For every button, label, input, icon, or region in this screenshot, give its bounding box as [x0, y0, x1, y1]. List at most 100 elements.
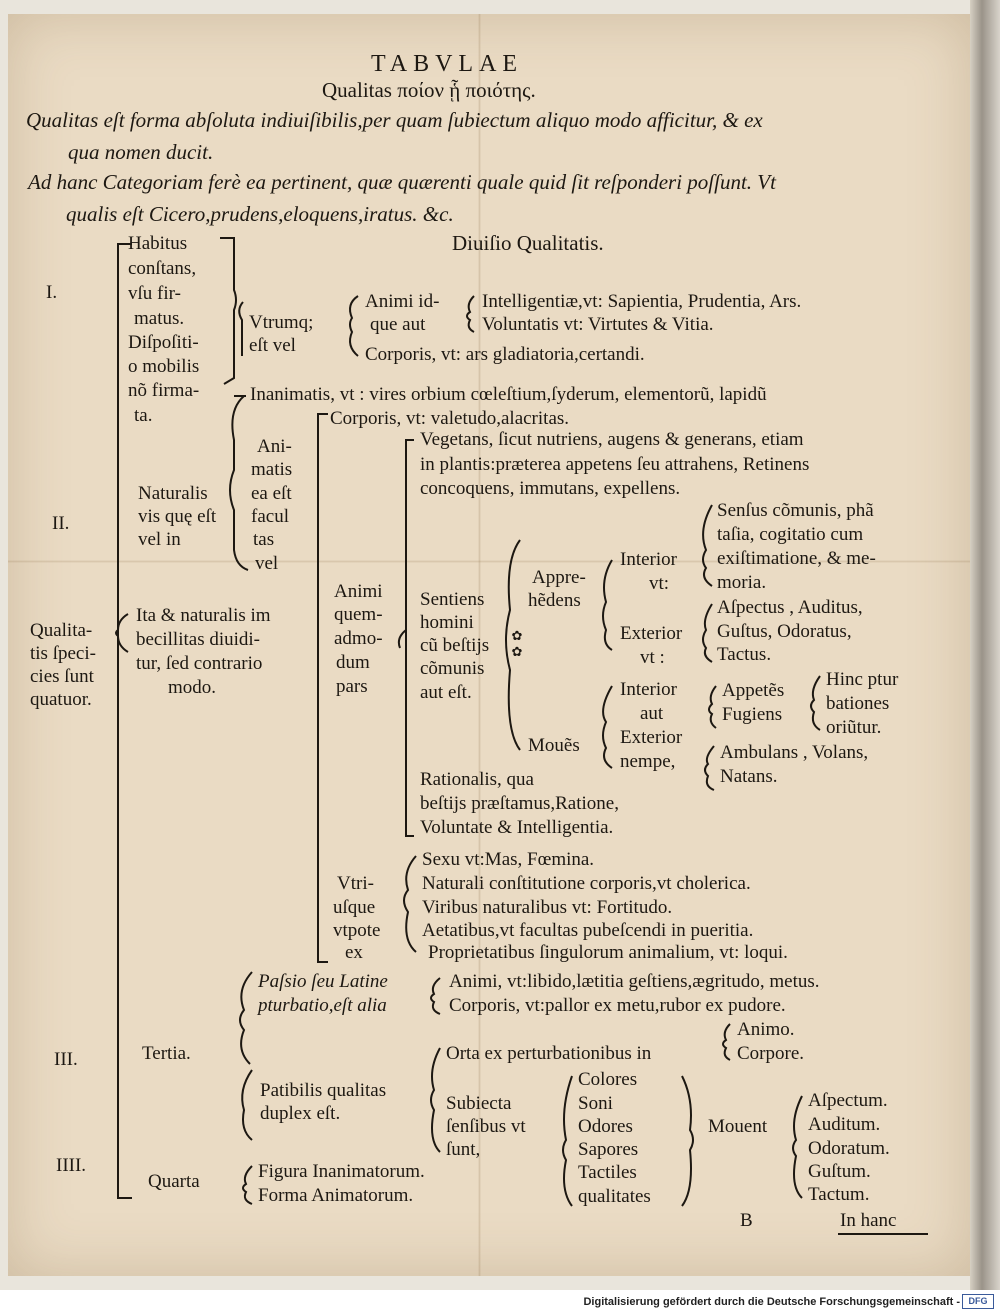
aspectus-line: Tactus. — [717, 644, 772, 665]
vtriusque-line: ex — [345, 942, 363, 963]
habitus-line: o mobilis — [128, 356, 200, 377]
vtriusque-line: uſque — [333, 897, 376, 918]
roman-II: II. — [52, 513, 70, 534]
interior-aut: aut — [640, 703, 664, 724]
colores-line: Colores — [578, 1069, 638, 1090]
quarta-label: Quarta — [148, 1171, 200, 1192]
vtriusque-line: Vtri- — [337, 873, 374, 894]
vtrumq-line: Vtrumq; — [249, 312, 314, 333]
habitus-brace — [220, 237, 237, 385]
apprehedens-line: Appre- — [532, 567, 586, 588]
animi-passio-brace — [430, 977, 441, 1015]
sexu-line: Viribus naturalibus vt: Fortitudo. — [422, 897, 673, 918]
colores-line: qualitates — [578, 1186, 651, 1207]
master-spine — [117, 243, 132, 1199]
animatis-line: facul — [251, 506, 289, 527]
sexu-line: Proprietatibus ſingulorum animalium, vt:… — [428, 942, 788, 963]
ambulans-line: Natans. — [720, 766, 778, 787]
naturalis-line: vis quę eſt — [138, 506, 217, 527]
subiecta-line: ſunt, — [446, 1139, 481, 1160]
exterior-vt: vt : — [640, 647, 665, 668]
corpore-text: Corpore. — [737, 1043, 805, 1064]
roman-III: III. — [54, 1049, 78, 1070]
animi-quem-line: pars — [336, 676, 368, 697]
corporis-valetudo-text: Corporis, vt: valetudo,alacritas. — [330, 408, 570, 429]
exterior-nempe: Exterior — [620, 727, 683, 748]
book-edge — [970, 0, 1000, 1290]
definition-line-2: qua nomen ducit. — [68, 140, 214, 164]
dfg-logo: DFG — [962, 1294, 994, 1309]
aspectus-brace — [702, 603, 713, 663]
habitus-line: conſtans, — [128, 258, 197, 279]
colores-line: Odores — [578, 1116, 633, 1137]
interior-exterior-brace — [602, 559, 613, 651]
aspectum-line: Auditum. — [808, 1114, 881, 1135]
aspectum-line: Guſtum. — [808, 1161, 871, 1182]
animi-corporis-brace — [349, 295, 359, 357]
colores-brace — [562, 1075, 573, 1207]
sexu-brace — [403, 855, 417, 953]
species-brace — [115, 613, 129, 653]
moues-text: Mouẽs — [528, 735, 580, 756]
hinc-line: oriũtur. — [826, 717, 882, 738]
sexu-line: Naturali conſtitutione corporis,vt chole… — [422, 873, 751, 894]
animi-passio-line: Corporis, vt:pallor ex metu,rubor ex pud… — [449, 995, 786, 1016]
aspectum-line: Tactum. — [808, 1184, 870, 1205]
aspectum-line: Odoratum. — [808, 1138, 890, 1159]
naturalis-brace — [229, 395, 249, 571]
hinc-brace — [810, 675, 821, 731]
page-subtitle: Qualitas ποίον ᾗ ποιότης. — [322, 78, 536, 102]
rationalis-line: beſtijs præſtamus,Ratione, — [420, 793, 619, 814]
roman-I: I. — [46, 282, 58, 303]
appre-moues-brace — [505, 539, 521, 751]
animi-passio-line: Animi, vt:libido,lætitia geſtiens,ægritu… — [449, 971, 820, 992]
apprehedens-line: hẽdens — [528, 590, 581, 611]
habitus-line: nõ firma- — [128, 380, 200, 401]
vtrumq-brace — [238, 301, 244, 356]
sentiens-vertical — [405, 439, 414, 837]
interior-vt: vt: — [649, 573, 670, 594]
sexu-line: Aetatibus,vt facultas pubeſcendi in puer… — [422, 920, 754, 941]
animo-text: Animo. — [737, 1019, 795, 1040]
animatis-line: tas — [253, 529, 275, 550]
hinc-line: bationes — [826, 693, 890, 714]
colores-line: Sapores — [578, 1139, 639, 1160]
naturalis-line: vel in — [138, 529, 181, 550]
sexu-line: Sexu vt:Mas, Fœmina. — [422, 849, 595, 870]
patibilis-line: Patibilis qualitas — [260, 1080, 387, 1101]
sensus-line: moria. — [717, 572, 767, 593]
paper-sheet — [8, 14, 970, 1276]
species-line: tis ſpeci- — [30, 643, 96, 664]
signature-mark: B — [740, 1210, 753, 1231]
appetes-line: Fugiens — [722, 704, 783, 725]
inanimatis-text: Inanimatis, vt : vires orbium cœleſtium,… — [250, 384, 767, 405]
passio-line: pturbatio,eſt alia — [258, 995, 387, 1016]
definition-line-1: Qualitas eſt forma abſoluta indiuiſibili… — [26, 108, 763, 132]
patibilis-line: duplex eſt. — [260, 1103, 341, 1124]
tertia-brace — [241, 1069, 253, 1141]
species-line: quatuor. — [30, 689, 92, 710]
rationalis-line: Voluntate & Intelligentia. — [420, 817, 614, 838]
sensus-line: Senſus cõmunis, phã — [717, 500, 874, 521]
corporis-ars-text: Corporis, vt: ars gladiatoria,certandi. — [365, 344, 645, 365]
rationalis-line: Rationalis, qua — [420, 769, 534, 790]
sentiens-line: cõmunis — [420, 658, 485, 679]
animi-quem-line: Animi — [334, 581, 383, 602]
sentiens-line: aut eſt. — [420, 682, 472, 703]
aspectus-line: Guſtus, Odoratus, — [717, 621, 852, 642]
tertia-label: Tertia. — [142, 1043, 191, 1064]
animi-vertical — [317, 413, 328, 963]
ita-line: modo. — [168, 677, 217, 698]
species-line: cies ſunt — [30, 666, 94, 687]
animatis-line: ea eſt — [251, 483, 292, 504]
animi-quem-line: admo- — [334, 628, 383, 649]
exterior-vt: Exterior — [620, 623, 683, 644]
passio-brace — [239, 971, 253, 1065]
sensus-line: exiſtimatione, & me- — [717, 548, 876, 569]
definition-line-4: qualis eſt Cicero,prudens,eloquens,iratu… — [66, 202, 454, 226]
vtriusque-line: vtpote — [333, 920, 381, 941]
ambulans-brace — [704, 745, 715, 791]
animo-brace — [722, 1023, 731, 1061]
figura-line: Forma Animatorum. — [258, 1185, 414, 1206]
